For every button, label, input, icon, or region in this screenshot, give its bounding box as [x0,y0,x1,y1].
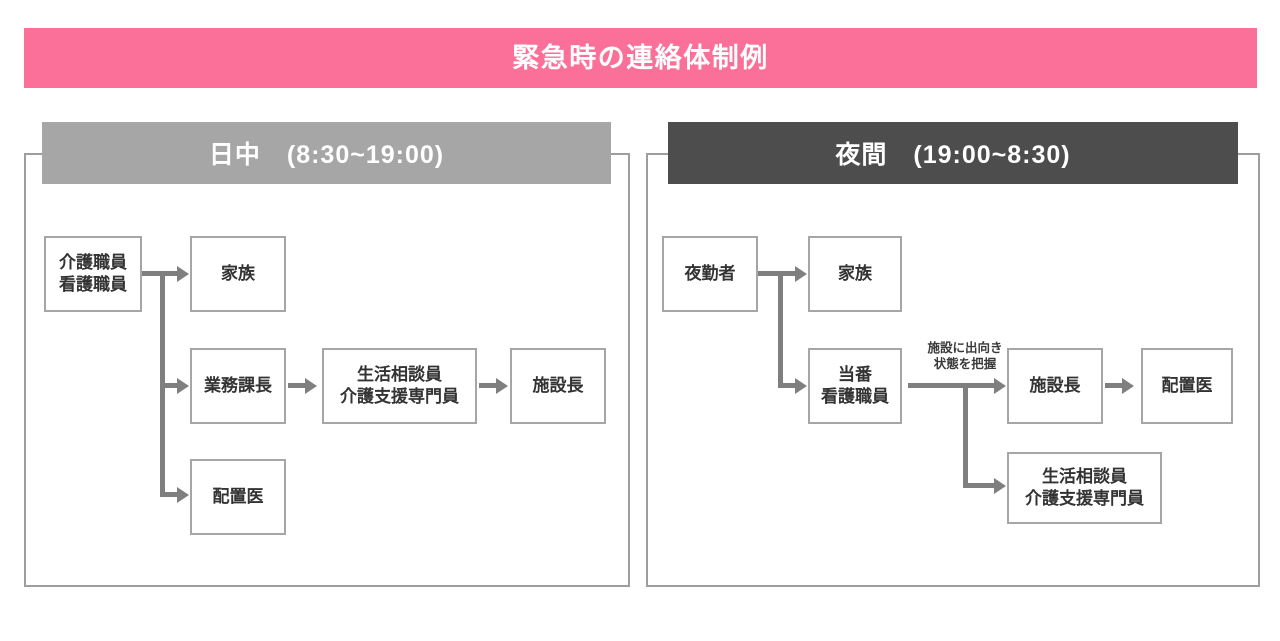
arrowhead-to-counselor [305,377,317,394]
edge-trunk-to-family [160,271,178,276]
edge-counselor-to-director [479,383,497,388]
arrowhead-to-family [177,265,189,282]
edge-night-trunk-to-family [778,271,796,276]
node-nighttime-doctor: 配置医 [1141,348,1233,424]
edge-night-trunk-vertical [778,271,783,388]
annotation-visit-facility: 施設に出向き 状態を把握 [927,341,1003,372]
node-daytime-family: 家族 [190,236,286,312]
arrowhead-night-to-director [994,377,1006,394]
edge-duty-nurse-to-director [908,383,995,388]
page-title-bar: 緊急時の連絡体制例 [24,28,1257,88]
arrowhead-night-to-doctor [1122,377,1134,394]
panel-nighttime-header: 夜間 (19:00~8:30) [668,122,1238,184]
node-daytime-doctor: 配置医 [190,459,286,535]
node-nighttime-duty-nurse: 当番 看護職員 [808,348,902,424]
edge-trunk-to-doctor [160,492,178,497]
panel-daytime-header: 日中 (8:30~19:00) [42,122,611,184]
node-nighttime-counselor: 生活相談員 介護支援専門員 [1007,452,1162,524]
node-daytime-director: 施設長 [510,348,606,424]
arrowhead-night-to-duty-nurse [795,377,807,394]
edge-director-to-doctor [1105,383,1123,388]
arrowhead-to-doctor [177,486,189,503]
arrowhead-to-section-chief [177,377,189,394]
edge-branch-to-counselor [963,483,995,488]
edge-night-staff-to-trunk [758,271,786,276]
edge-section-chief-to-counselor [288,383,306,388]
node-daytime-staff: 介護職員 看護職員 [44,236,142,312]
node-daytime-section-chief: 業務課長 [190,348,286,424]
edge-trunk-to-section-chief [160,383,178,388]
node-nighttime-night-staff: 夜勤者 [662,236,758,312]
node-daytime-counselor: 生活相談員 介護支援専門員 [322,348,477,424]
page-title: 緊急時の連絡体制例 [512,42,769,73]
node-nighttime-family: 家族 [808,236,902,312]
arrowhead-to-director [496,377,508,394]
arrowhead-night-to-family [795,265,807,282]
arrowhead-night-to-counselor [994,477,1006,494]
node-nighttime-director: 施設長 [1007,348,1103,424]
edge-night-branch-vertical [963,383,968,488]
edge-night-trunk-to-duty-nurse [778,383,796,388]
edge-staff-to-trunk [142,271,170,276]
